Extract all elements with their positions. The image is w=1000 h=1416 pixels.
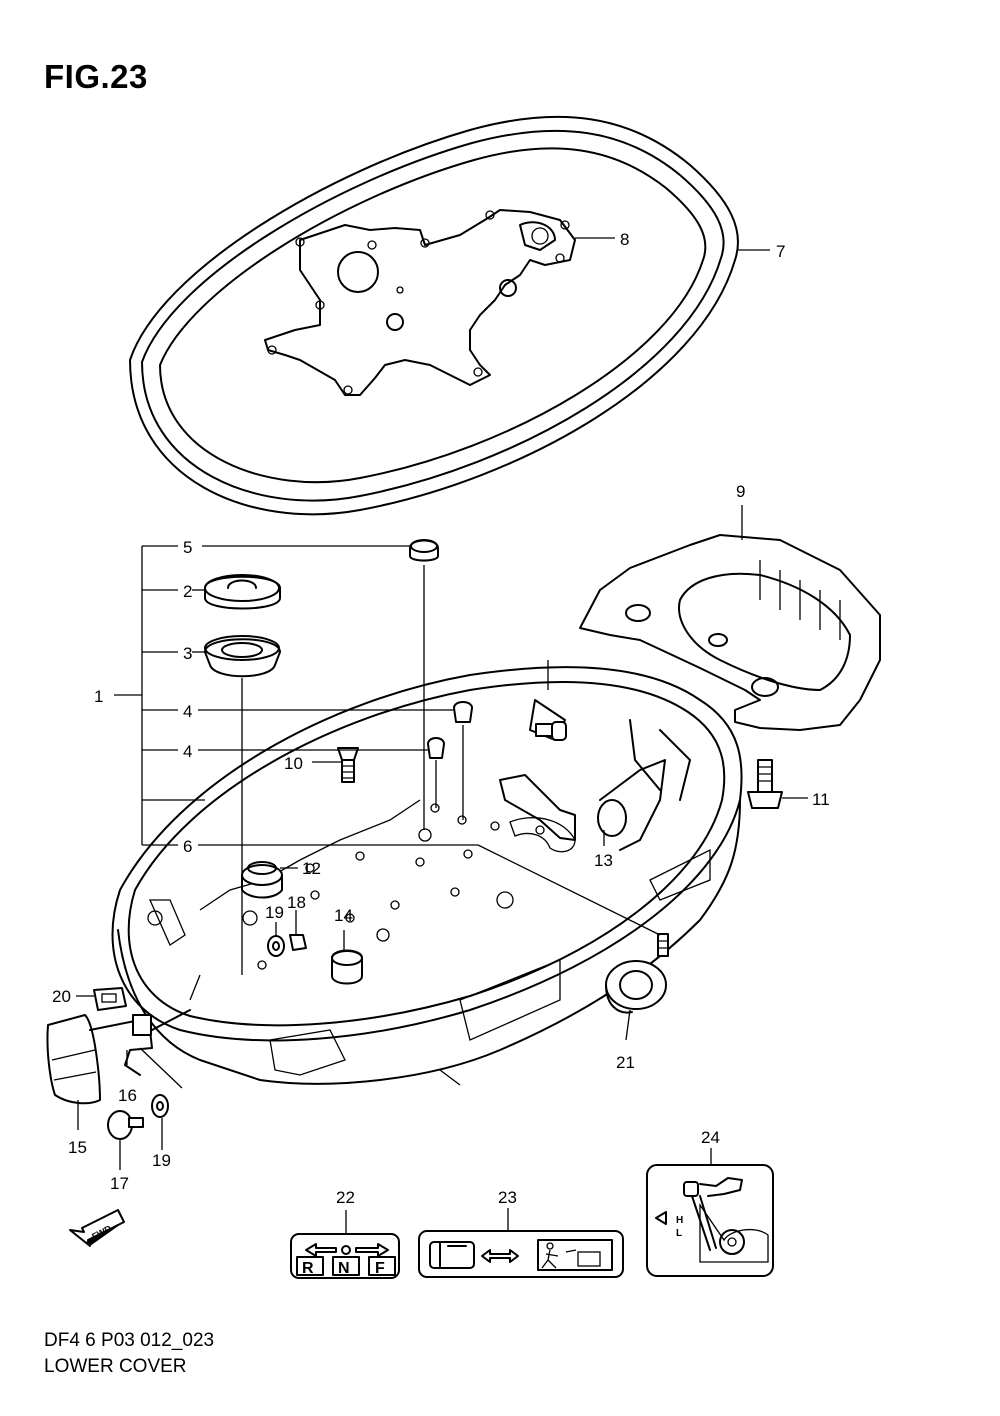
callout-17[interactable]: 17 bbox=[110, 1174, 129, 1193]
cap-part-14[interactable] bbox=[331, 949, 363, 985]
callout-4b[interactable]: 4 bbox=[183, 742, 192, 761]
callout-7[interactable]: 7 bbox=[776, 242, 785, 261]
callout-1[interactable]: 1 bbox=[94, 687, 103, 706]
grommet-part-3[interactable] bbox=[204, 635, 281, 678]
callout-14[interactable]: 14 bbox=[334, 906, 353, 925]
callout-3[interactable]: 3 bbox=[183, 644, 192, 663]
callout-19b[interactable]: 19 bbox=[152, 1151, 171, 1170]
clip-part-20[interactable] bbox=[93, 987, 127, 1011]
bolt-part-11[interactable] bbox=[747, 759, 783, 809]
cover-floor-details bbox=[199, 799, 576, 970]
callout-11[interactable]: 11 bbox=[812, 790, 830, 809]
shift-label-r: R bbox=[302, 1260, 314, 1277]
figure-title: FIG.23 bbox=[44, 58, 148, 95]
callout-16[interactable]: 16 bbox=[118, 1086, 137, 1105]
callout-23[interactable]: 23 bbox=[498, 1188, 517, 1207]
callout-numbers: 1 2 3 4 4 5 6 7 8 9 10 11 12 13 14 15 16… bbox=[52, 230, 830, 1207]
callout-13[interactable]: 13 bbox=[594, 851, 613, 870]
shift-label-f: F bbox=[375, 1260, 385, 1277]
handle-part-9[interactable] bbox=[579, 505, 881, 731]
callout-24[interactable]: 24 bbox=[701, 1128, 720, 1147]
screw-part-13-area[interactable] bbox=[535, 721, 567, 741]
callout-2[interactable]: 2 bbox=[183, 582, 192, 601]
fwd-arrow-icon: FWD bbox=[69, 1209, 125, 1247]
bracket-assembly[interactable] bbox=[499, 699, 691, 851]
decal-part-23-fuel-label[interactable] bbox=[418, 1230, 624, 1278]
callout-6[interactable]: 6 bbox=[183, 837, 192, 856]
grommet-part-2[interactable] bbox=[204, 574, 281, 610]
oil-level-h: H bbox=[676, 1215, 683, 1226]
callout-8[interactable]: 8 bbox=[620, 230, 629, 249]
callout-21[interactable]: 21 bbox=[616, 1053, 635, 1072]
seal-ring-part-7[interactable] bbox=[129, 115, 739, 516]
lower-cover-body[interactable] bbox=[111, 660, 743, 1086]
callout-9[interactable]: 9 bbox=[736, 482, 745, 501]
nut-part-18[interactable] bbox=[289, 934, 307, 951]
grommet-part-21[interactable] bbox=[605, 960, 667, 1014]
screw-part-17[interactable] bbox=[107, 1110, 144, 1140]
decal-part-24-oil-level[interactable]: H L bbox=[646, 1164, 774, 1277]
callout-18[interactable]: 18 bbox=[287, 893, 306, 912]
callout-15[interactable]: 15 bbox=[68, 1138, 87, 1157]
callout-20[interactable]: 20 bbox=[52, 987, 71, 1006]
decal-part-22-shift-label[interactable]: R N F bbox=[290, 1233, 400, 1279]
callout-5[interactable]: 5 bbox=[183, 538, 192, 557]
leader-lines bbox=[76, 249, 808, 1234]
plug-part-4a[interactable] bbox=[453, 701, 473, 723]
callout-19a[interactable]: 19 bbox=[265, 903, 284, 922]
washer-part-19b[interactable] bbox=[151, 1094, 169, 1118]
lever-part-16[interactable] bbox=[89, 1009, 191, 1076]
washer-part-19[interactable] bbox=[267, 935, 285, 957]
shift-label-n: N bbox=[338, 1260, 350, 1277]
diagram-code: DF4 6 P03 012_023 bbox=[44, 1330, 215, 1351]
oil-level-l: L bbox=[676, 1228, 682, 1239]
callout-10[interactable]: 10 bbox=[284, 754, 303, 773]
grommet-part-12[interactable] bbox=[241, 861, 283, 899]
callout-4a[interactable]: 4 bbox=[183, 702, 192, 721]
plug-part-4b[interactable] bbox=[427, 737, 445, 759]
diagram-name: LOWER COVER bbox=[44, 1356, 187, 1377]
bolt-part-10[interactable] bbox=[337, 747, 359, 783]
cover-plate-part-15[interactable] bbox=[46, 1014, 101, 1105]
gasket-part-8[interactable] bbox=[264, 209, 615, 396]
callout-12[interactable]: 12 bbox=[302, 859, 321, 878]
callout-22[interactable]: 22 bbox=[336, 1188, 355, 1207]
stud-part-6[interactable] bbox=[657, 933, 669, 957]
plug-part-5[interactable] bbox=[409, 539, 439, 562]
